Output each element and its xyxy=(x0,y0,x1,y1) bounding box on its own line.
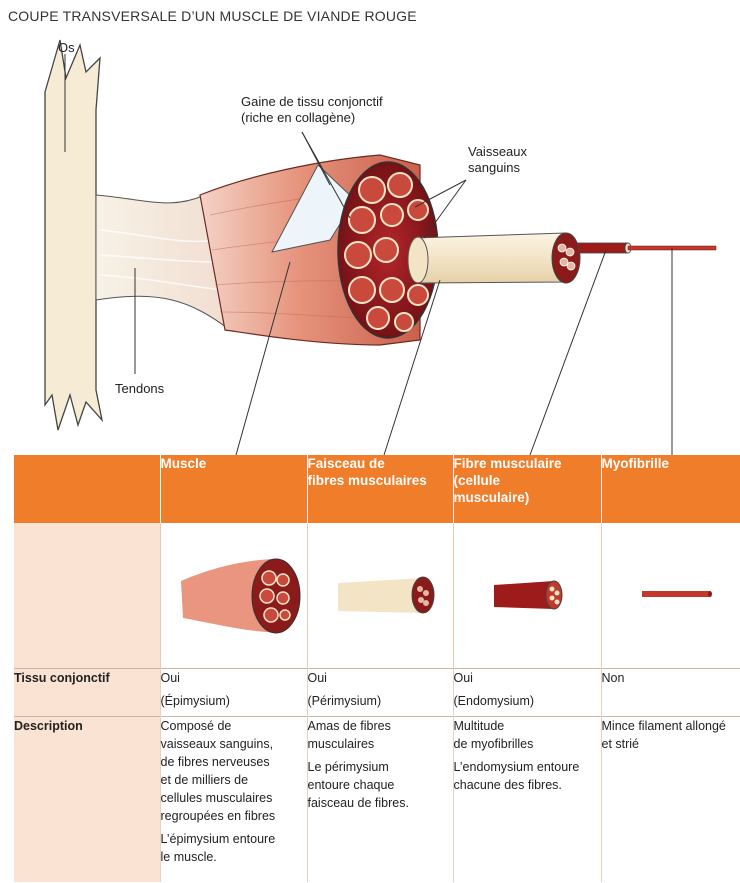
fascicle-cylinder xyxy=(415,233,565,283)
fascicle-cut-end xyxy=(552,233,580,283)
description-fibre: Multitude de myofibrilles L’endomysium e… xyxy=(453,717,601,882)
header-fibre: Fibre musculaire (cellule musculaire) xyxy=(453,455,601,523)
row-label-tissu: Tissu conjonctif xyxy=(14,669,160,717)
table-row-description: Description Composé de vaisseaux sanguin… xyxy=(14,717,740,882)
tissu-faisceau: Oui(Périmysium) xyxy=(307,669,453,717)
comparison-table: Muscle Faisceau de fibres musculaires Fi… xyxy=(14,455,740,882)
tissu-muscle: Oui(Épimysium) xyxy=(160,669,307,717)
image-row-label xyxy=(14,523,160,669)
tissu-myofibrille: Non xyxy=(601,669,740,717)
header-corner xyxy=(14,455,160,523)
description-muscle: Composé de vaisseaux sanguins, de fibres… xyxy=(160,717,307,882)
label-vaisseaux: Vaisseaux sanguins xyxy=(468,144,527,176)
muscle-fibre xyxy=(578,243,628,253)
table-image-row xyxy=(14,523,740,669)
fibre-thumbnail xyxy=(453,523,601,669)
label-os: Os xyxy=(58,40,75,56)
table-row-tissu: Tissu conjonctif Oui(Épimysium) Oui(Péri… xyxy=(14,669,740,717)
description-myofibrille: Mince filament allongé et strié xyxy=(601,717,740,882)
description-faisceau: Amas de fibres musculaires Le périmysium… xyxy=(307,717,453,882)
header-muscle: Muscle xyxy=(160,455,307,523)
table-header-row: Muscle Faisceau de fibres musculaires Fi… xyxy=(14,455,740,523)
header-faisceau: Faisceau de fibres musculaires xyxy=(307,455,453,523)
myofibrille-thumbnail xyxy=(601,523,740,669)
tissu-fibre: Oui(Endomysium) xyxy=(453,669,601,717)
label-gaine: Gaine de tissu conjonctif (riche en coll… xyxy=(241,94,383,126)
row-label-description: Description xyxy=(14,717,160,882)
faisceau-thumbnail xyxy=(307,523,453,669)
label-tendons: Tendons xyxy=(115,381,164,397)
bone-shape xyxy=(45,40,102,430)
muscle-cross-section-illustration xyxy=(0,0,740,460)
header-myofibrille: Myofibrille xyxy=(601,455,740,523)
muscle-thumbnail xyxy=(160,523,307,669)
